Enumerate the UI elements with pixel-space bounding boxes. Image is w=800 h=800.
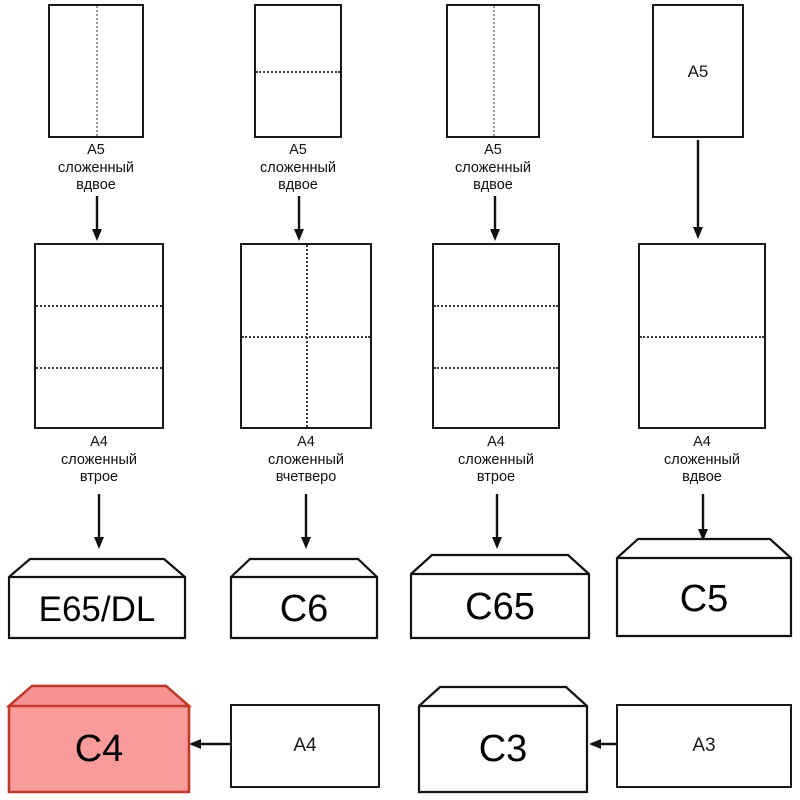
- arrow-down-col2-a5: [290, 196, 308, 242]
- caption-a4-col2: A4 сложенный вчетверо: [267, 434, 345, 485]
- sheet-a4-bottom: A4: [230, 704, 380, 788]
- envelope-label: C5: [679, 578, 729, 620]
- sheet-a5-col4: A5: [652, 4, 744, 138]
- fold-line-horizontal: [256, 71, 340, 73]
- caption-a4-col3: A4 сложенный втрое: [457, 434, 535, 485]
- caption-a4-col1: A4 сложенный втрое: [60, 434, 138, 485]
- envelope-label: C6: [279, 588, 329, 630]
- arrow-down-col3-a4: [488, 494, 506, 550]
- fold-line-horizontal-lower: [434, 366, 558, 369]
- fold-line-horizontal-lower: [36, 366, 162, 369]
- envelope-label: E65/DL: [38, 590, 156, 629]
- caption-a5-col1: A5 сложенный вдвое: [57, 142, 135, 193]
- arrow-down-col4-a5: [689, 140, 707, 240]
- arrow-down-col4-a4: [694, 494, 712, 542]
- sheet-label: A4: [293, 735, 317, 756]
- fold-line-horizontal: [640, 336, 764, 338]
- sheet-a4-col1: [34, 243, 164, 429]
- arrow-down-col1-a5: [88, 196, 106, 242]
- caption-a4-col4: A4 сложенный вдвое: [663, 434, 741, 485]
- fold-line-horizontal-upper: [36, 305, 162, 308]
- envelope-e65-dl[interactable]: E65/DL: [7, 556, 187, 640]
- fold-line-horizontal-upper: [434, 305, 558, 308]
- envelope-c4-highlighted[interactable]: C4: [5, 682, 193, 794]
- fold-line-vertical: [306, 245, 308, 427]
- caption-a5-col3: A5 сложенный вдвое: [454, 142, 532, 193]
- sheet-a5-col2: [254, 4, 342, 138]
- envelope-label: C3: [478, 728, 528, 770]
- sheet-label: A3: [692, 735, 716, 756]
- sheet-a5-inner-label: A5: [687, 62, 709, 81]
- sheet-a5-col3: [446, 4, 540, 138]
- sheet-a4-col3: [432, 243, 560, 429]
- arrow-down-col1-a4: [90, 494, 108, 550]
- envelope-c6[interactable]: C6: [229, 556, 379, 640]
- sheet-a4-col2: [240, 243, 372, 429]
- envelope-c3[interactable]: C3: [417, 684, 589, 794]
- envelope-label: C4: [74, 728, 124, 770]
- envelope-label: C65: [465, 586, 535, 628]
- sheet-a5-col1: [48, 4, 144, 138]
- fold-line-vertical: [493, 6, 495, 136]
- envelope-c5[interactable]: C5: [615, 536, 793, 638]
- arrow-left-a4-to-c4: [188, 735, 236, 753]
- arrow-down-col3-a5: [486, 196, 504, 242]
- sheet-a4-col4: [638, 243, 766, 429]
- arrow-down-col2-a4: [297, 494, 315, 550]
- caption-a5-col2: A5 сложенный вдвое: [259, 142, 337, 193]
- sheet-a3-bottom: A3: [616, 704, 792, 788]
- envelope-c65[interactable]: C65: [409, 552, 591, 640]
- fold-line-vertical: [96, 6, 98, 136]
